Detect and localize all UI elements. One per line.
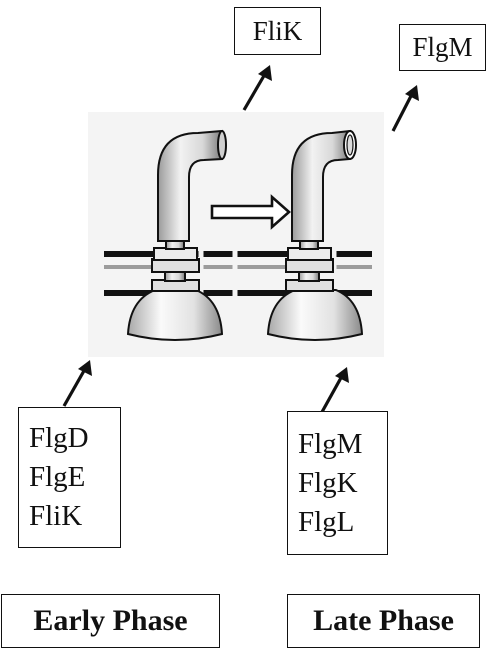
- early-phase-label: Early Phase: [33, 604, 188, 637]
- top-left-label: FliK: [252, 15, 303, 46]
- early-component-1: FlgD: [29, 422, 89, 454]
- early-component-3: FliK: [29, 500, 83, 532]
- export-arrow-flgm: [391, 85, 419, 132]
- top-left-label-box: FliK: [234, 7, 321, 55]
- flagellar-structure-late: [266, 129, 364, 341]
- late-components-box: FlgM FlgK FlgL: [287, 411, 388, 555]
- late-component-1: FlgM: [298, 427, 363, 460]
- top-right-label: FlgM: [412, 32, 473, 62]
- late-component-2: FlgK: [298, 466, 358, 499]
- early-component-2: FlgE: [29, 461, 86, 493]
- input-arrow-late: [320, 367, 349, 413]
- late-component-3: FlgL: [298, 505, 355, 538]
- export-arrow-flik: [242, 65, 272, 111]
- flagellar-structure-early: [126, 129, 227, 341]
- top-right-label-box: FlgM: [399, 24, 486, 71]
- early-phase-box: Early Phase: [1, 594, 220, 648]
- transition-arrow: [210, 194, 291, 230]
- late-phase-box: Late Phase: [287, 594, 480, 648]
- early-components-box: FlgD FlgE FliK: [18, 407, 121, 548]
- input-arrow-early: [62, 360, 92, 407]
- late-phase-label: Late Phase: [313, 604, 454, 637]
